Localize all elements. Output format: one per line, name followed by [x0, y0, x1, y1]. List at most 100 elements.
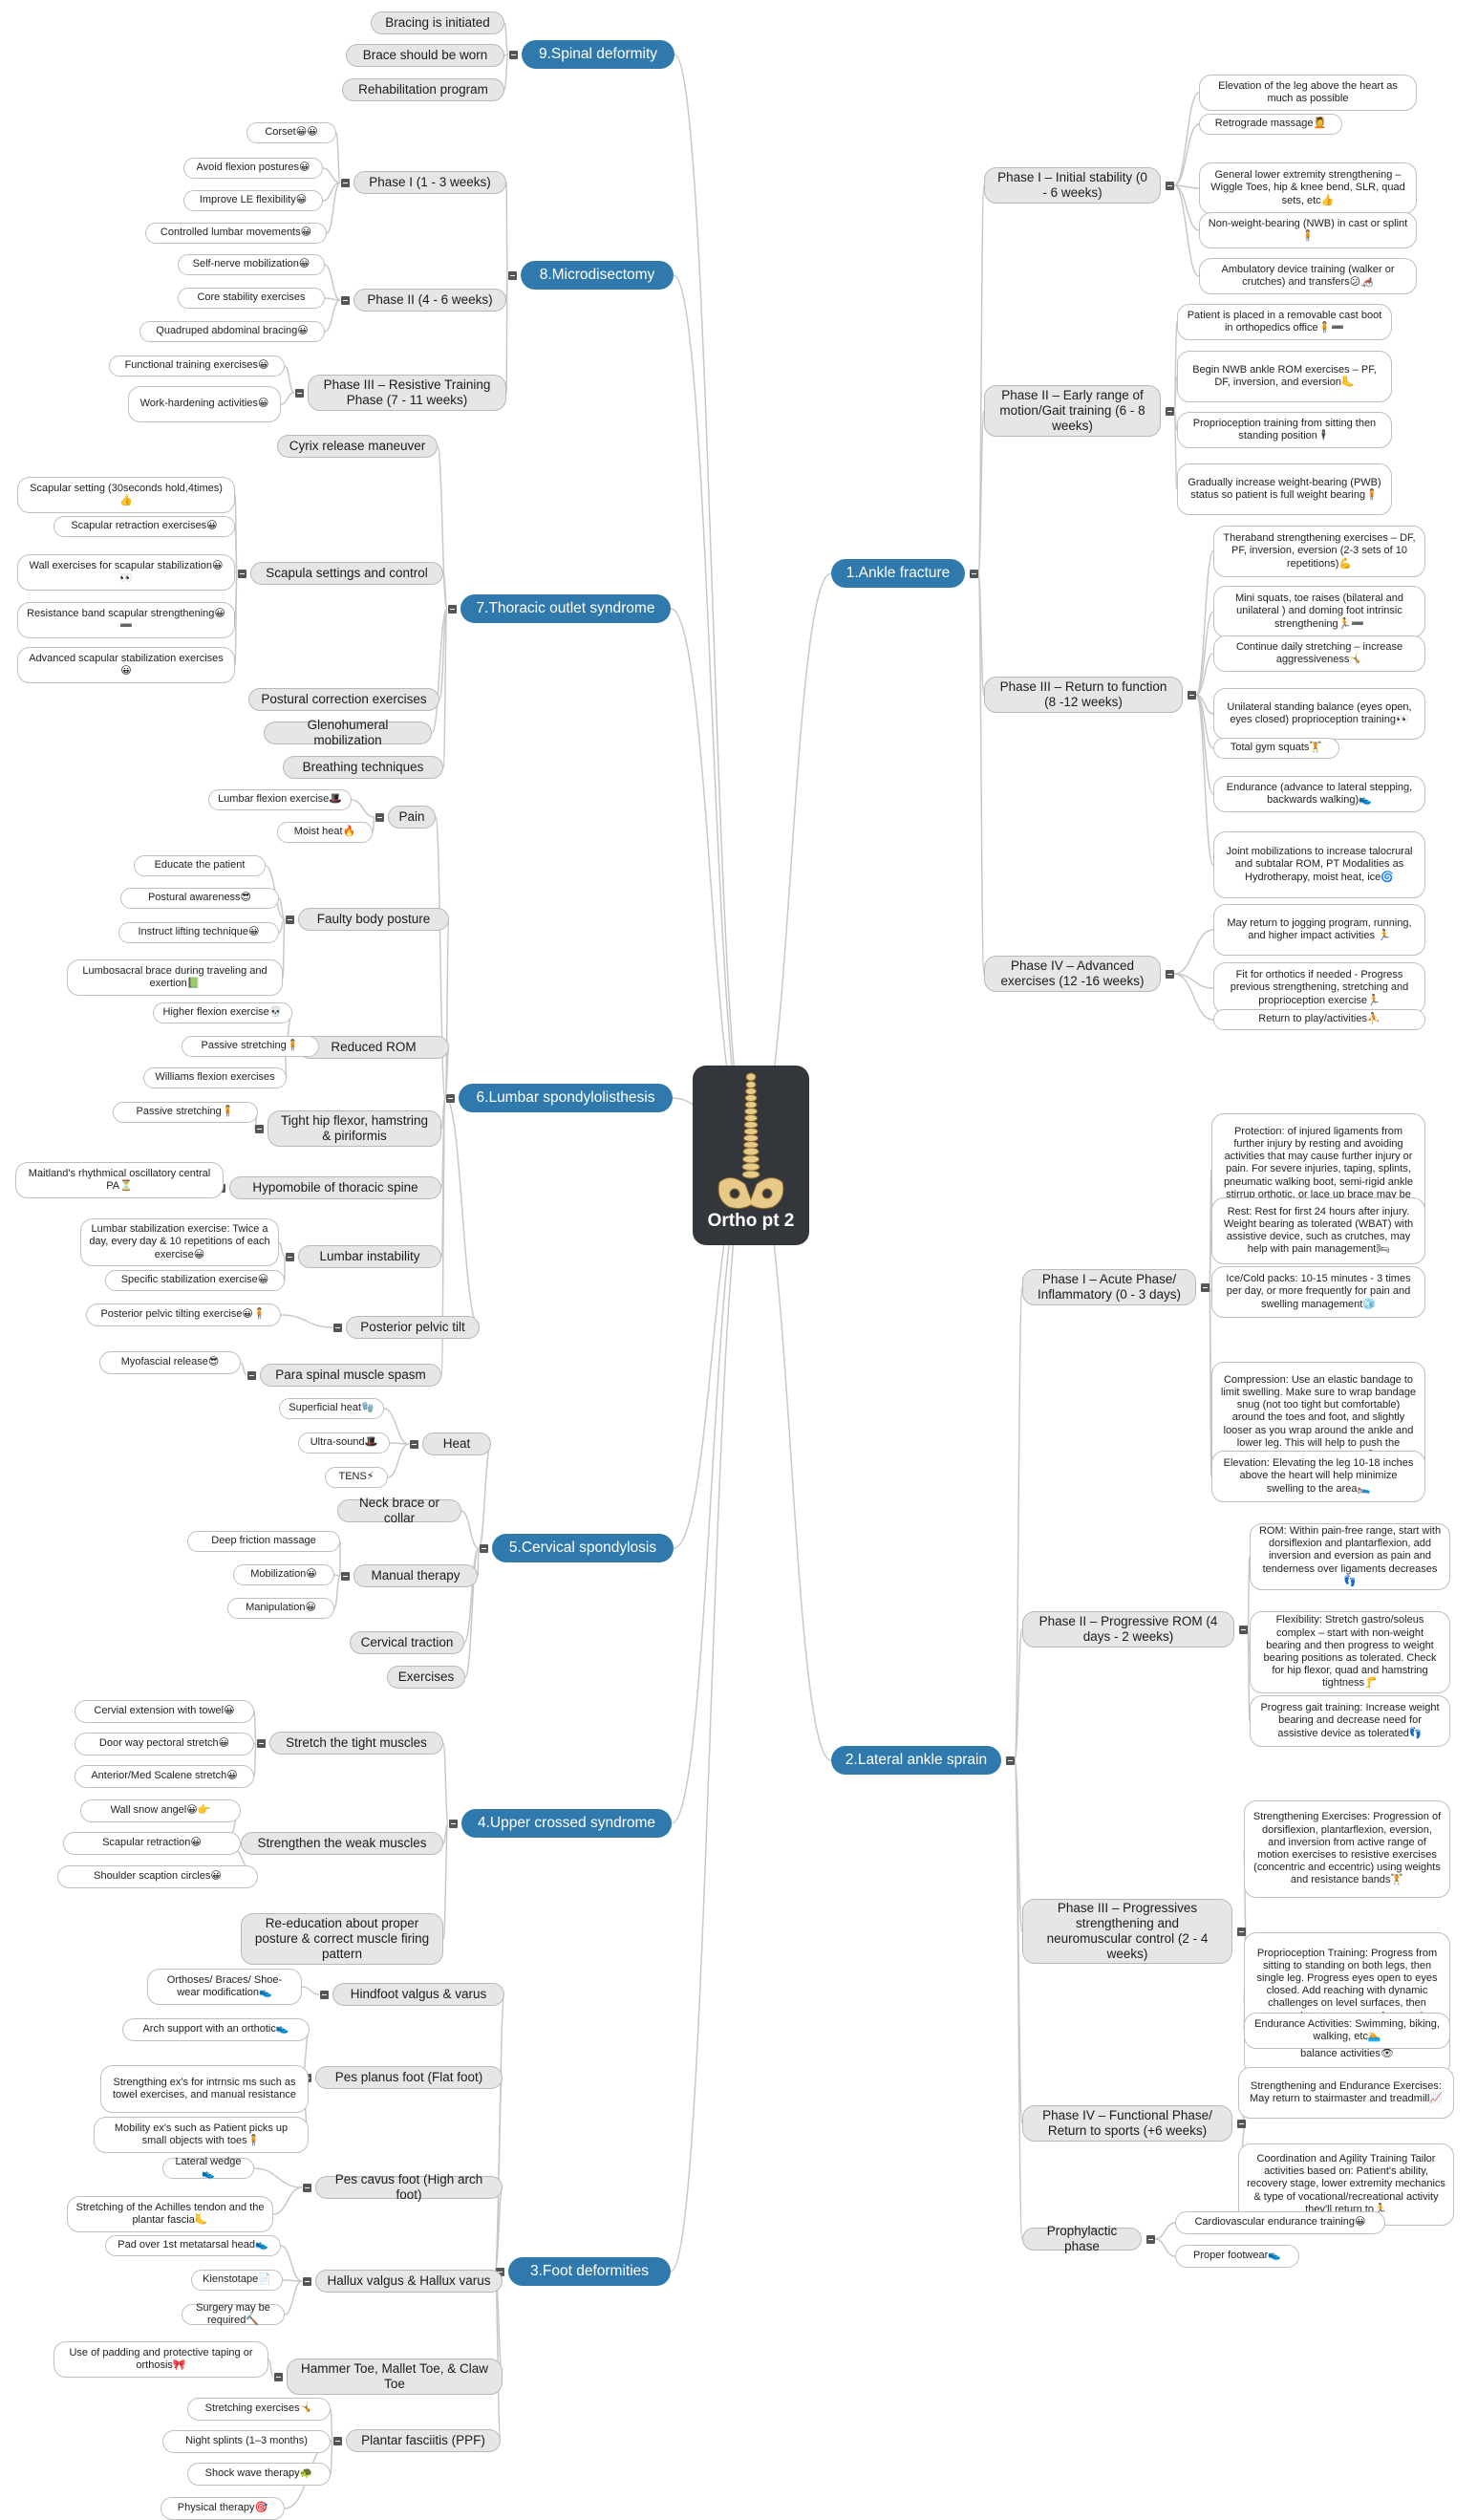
collapse-toggle-icon[interactable] [508, 271, 517, 280]
leaf-orthoses-braces-shoe-wear-modification[interactable]: Orthoses/ Braces/ Shoe-wear modification… [147, 1969, 302, 2005]
subtopic-phase-ii-4-6-weeks[interactable]: Phase II (4 - 6 weeks) [353, 289, 506, 312]
collapse-toggle-icon[interactable] [480, 1544, 488, 1553]
leaf-proprioception-training-from-sitting-the[interactable]: Proprioception training from sitting the… [1177, 412, 1392, 448]
collapse-toggle-icon[interactable] [255, 1125, 264, 1133]
topic-6-lumbar-spondylolisthesis[interactable]: 6.Lumbar spondylolisthesis [459, 1084, 673, 1112]
collapse-toggle-icon[interactable] [410, 1440, 418, 1449]
topic-9-spinal-deformity[interactable]: 9.Spinal deformity [522, 40, 674, 69]
leaf-stretching-exercises[interactable]: Stretching exercises🤸 [187, 2398, 331, 2421]
collapse-toggle-icon[interactable] [333, 1324, 342, 1332]
leaf-specific-stabilization-exercise[interactable]: Specific stabilization exercise😀 [105, 1270, 285, 1291]
leaf-theraband-strengthening-exercises-df-pf-[interactable]: Theraband strengthening exercises – DF, … [1213, 526, 1425, 577]
leaf-non-weight-bearing-nwb-in-cast-or-splint[interactable]: Non-weight-bearing (NWB) in cast or spli… [1199, 212, 1417, 248]
subtopic-exercises[interactable]: Exercises [387, 1666, 465, 1689]
collapse-toggle-icon[interactable] [1188, 691, 1196, 700]
leaf-lumbosacral-brace-during-traveling-and-e[interactable]: Lumbosacral brace during traveling and e… [67, 959, 283, 996]
collapse-toggle-icon[interactable] [1166, 407, 1174, 416]
leaf-passive-stretching[interactable]: Passive stretching🧍 [182, 1036, 319, 1057]
leaf-mobilization[interactable]: Mobilization😀 [233, 1564, 334, 1585]
collapse-toggle-icon[interactable] [509, 51, 518, 59]
subtopic-phase-ii-progressive-rom-4-days-2-weeks[interactable]: Phase II – Progressive ROM (4 days - 2 w… [1022, 1611, 1234, 1648]
topic-1-ankle-fracture[interactable]: 1.Ankle fracture [831, 559, 965, 588]
subtopic-hypomobile-of-thoracic-spine[interactable]: Hypomobile of thoracic spine [229, 1176, 441, 1199]
collapse-toggle-icon[interactable] [341, 1572, 350, 1581]
leaf-kienstotape[interactable]: Kienstotape📄 [191, 2270, 283, 2291]
leaf-elevation-elevating-the-leg-10-18-inches[interactable]: Elevation: Elevating the leg 10-18 inche… [1211, 1451, 1425, 1502]
leaf-elevation-of-the-leg-above-the-heart-as-[interactable]: Elevation of the leg above the heart as … [1199, 75, 1417, 111]
leaf-shock-wave-therapy[interactable]: Shock wave therapy🐢 [187, 2463, 331, 2486]
collapse-toggle-icon[interactable] [1239, 1626, 1248, 1634]
leaf-arch-support-with-an-orthotic[interactable]: Arch support with an orthotic👟 [122, 2018, 310, 2041]
topic-5-cervical-spondylosis[interactable]: 5.Cervical spondylosis [492, 1534, 674, 1562]
collapse-toggle-icon[interactable] [320, 1991, 329, 1999]
collapse-toggle-icon[interactable] [446, 1094, 455, 1103]
leaf-advanced-scapular-stabilization-exercise[interactable]: Advanced scapular stabilization exercise… [17, 647, 235, 683]
leaf-core-stability-exercises[interactable]: Core stability exercises [178, 288, 325, 309]
topic-4-upper-crossed-syndrome[interactable]: 4.Upper crossed syndrome [461, 1809, 672, 1838]
leaf-lumbar-flexion-exercise[interactable]: Lumbar flexion exercise🎩 [208, 789, 352, 810]
subtopic-hallux-valgus-hallux-varus[interactable]: Hallux valgus & Hallux varus [315, 2270, 503, 2293]
collapse-toggle-icon[interactable] [238, 570, 246, 578]
leaf-posterior-pelvic-tilting-exercise[interactable]: Posterior pelvic tilting exercise😀🧍 [86, 1303, 281, 1326]
leaf-strengthening-and-endurance-exercises-ma[interactable]: Strengthening and Endurance Exercises: M… [1238, 2067, 1454, 2119]
leaf-controlled-lumbar-movements[interactable]: Controlled lumbar movements😀 [145, 223, 327, 244]
leaf-may-return-to-jogging-program-running-an[interactable]: May return to jogging program, running, … [1213, 904, 1425, 956]
leaf-lateral-wedge[interactable]: Lateral wedge👟 [162, 2156, 254, 2180]
leaf-ambulatory-device-training-walker-or-cru[interactable]: Ambulatory device training (walker or cr… [1199, 258, 1417, 294]
subtopic-hammer-toe-mallet-toe-claw-toe[interactable]: Hammer Toe, Mallet Toe, & Claw Toe [287, 2358, 503, 2395]
collapse-toggle-icon[interactable] [1201, 1283, 1209, 1292]
leaf-cervial-extension-with-towel[interactable]: Cervial extension with towel😀 [75, 1700, 254, 1723]
subtopic-lumbar-instability[interactable]: Lumbar instability [298, 1245, 441, 1268]
subtopic-para-spinal-muscle-spasm[interactable]: Para spinal muscle spasm [260, 1364, 441, 1387]
leaf-ice-cold-packs-10-15-minutes-3-times-per[interactable]: Ice/Cold packs: 10-15 minutes - 3 times … [1211, 1266, 1425, 1318]
leaf-moist-heat[interactable]: Moist heat🔥 [277, 822, 373, 843]
leaf-williams-flexion-exercises[interactable]: Williams flexion exercises [143, 1067, 287, 1088]
leaf-scapular-retraction-exercises[interactable]: Scapular retraction exercises😀 [54, 516, 235, 537]
subtopic-heat[interactable]: Heat [422, 1432, 491, 1455]
collapse-toggle-icon[interactable] [274, 2373, 283, 2381]
leaf-cardiovascular-endurance-training[interactable]: Cardiovascular endurance training😀 [1175, 2211, 1385, 2234]
collapse-toggle-icon[interactable] [970, 570, 978, 578]
leaf-flexibility-stretch-gastro-soleus-comple[interactable]: Flexibility: Stretch gastro/soleus compl… [1250, 1611, 1450, 1693]
subtopic-pain[interactable]: Pain [388, 806, 436, 829]
subtopic-phase-i-1-3-weeks[interactable]: Phase I (1 - 3 weeks) [353, 171, 506, 194]
leaf-quadruped-abdominal-bracing[interactable]: Quadruped abdominal bracing😀 [139, 321, 325, 342]
leaf-wall-exercises-for-scapular-stabilizatio[interactable]: Wall exercises for scapular stabilizatio… [17, 554, 235, 591]
subtopic-phase-i-initial-stability-0-6-weeks[interactable]: Phase I – Initial stability (0 - 6 weeks… [984, 167, 1161, 204]
collapse-toggle-icon[interactable] [449, 1820, 458, 1828]
leaf-improve-le-flexibility[interactable]: Improve LE flexibility😀 [183, 190, 323, 211]
leaf-progress-gait-training-increase-weight-b[interactable]: Progress gait training: Increase weight … [1250, 1695, 1450, 1747]
subtopic-stretch-the-tight-muscles[interactable]: Stretch the tight muscles [269, 1732, 443, 1755]
topic-8-microdisectomy[interactable]: 8.Microdisectomy [521, 261, 674, 290]
subtopic-reduced-rom[interactable]: Reduced ROM [298, 1036, 449, 1059]
leaf-endurance-activities-swimming-biking-wal[interactable]: Endurance Activities: Swimming, biking, … [1244, 2013, 1450, 2049]
leaf-work-hardening-activities[interactable]: Work-hardening activities😀 [128, 386, 281, 422]
collapse-toggle-icon[interactable] [286, 1253, 294, 1261]
leaf-endurance-advance-to-lateral-stepping-ba[interactable]: Endurance (advance to lateral stepping, … [1213, 776, 1425, 812]
collapse-toggle-icon[interactable] [341, 296, 350, 305]
leaf-myofascial-release[interactable]: Myofascial release😎 [99, 1351, 241, 1374]
collapse-toggle-icon[interactable] [1166, 970, 1174, 979]
subtopic-phase-iv-functional-phase-return-to-spor[interactable]: Phase IV – Functional Phase/ Return to s… [1022, 2105, 1232, 2142]
collapse-toggle-icon[interactable] [375, 813, 384, 822]
leaf-scapular-retraction[interactable]: Scapular retraction😀 [63, 1832, 241, 1855]
leaf-joint-mobilizations-to-increase-talocrur[interactable]: Joint mobilizations to increase talocrur… [1213, 831, 1425, 898]
collapse-toggle-icon[interactable] [303, 2184, 311, 2192]
subtopic-pes-cavus-foot-high-arch-foot[interactable]: Pes cavus foot (High arch foot) [315, 2172, 503, 2202]
subtopic-cervical-traction[interactable]: Cervical traction [350, 1631, 464, 1654]
leaf-continue-daily-stretching-increase-aggre[interactable]: Continue daily stretching – increase agg… [1213, 635, 1425, 672]
leaf-passive-stretching[interactable]: Passive stretching🧍 [113, 1102, 258, 1123]
subtopic-prophylactic-phase[interactable]: Prophylactic phase [1022, 2224, 1142, 2253]
leaf-ultra-sound[interactable]: Ultra-sound🎩 [298, 1432, 390, 1454]
collapse-toggle-icon[interactable] [1006, 1756, 1015, 1765]
leaf-shoulder-scaption-circles[interactable]: Shoulder scaption circles😀 [57, 1865, 258, 1888]
collapse-toggle-icon[interactable] [333, 2437, 342, 2445]
leaf-self-nerve-mobilization[interactable]: Self-nerve mobilization😀 [178, 254, 325, 275]
subtopic-re-education-about-proper-posture-correc[interactable]: Re-education about proper posture & corr… [241, 1913, 443, 1965]
leaf-unilateral-standing-balance-eyes-open-ey[interactable]: Unilateral standing balance (eyes open, … [1213, 688, 1425, 740]
central-topic[interactable]: Ortho pt 2 [693, 1066, 809, 1245]
subtopic-manual-therapy[interactable]: Manual therapy [353, 1564, 478, 1587]
leaf-deep-friction-massage[interactable]: Deep friction massage [187, 1531, 340, 1552]
collapse-toggle-icon[interactable] [1237, 2120, 1246, 2128]
collapse-toggle-icon[interactable] [247, 1371, 256, 1380]
